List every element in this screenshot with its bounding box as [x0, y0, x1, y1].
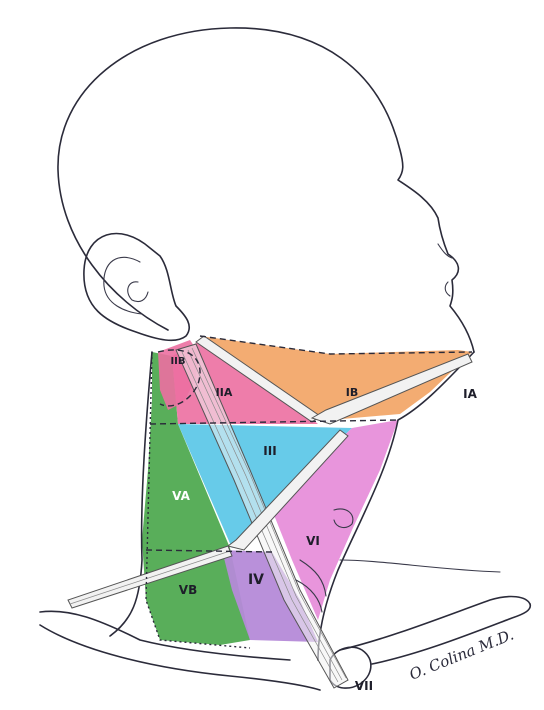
label-level-iib: IIB: [170, 356, 185, 367]
lips-detail: [445, 282, 450, 296]
skull-and-face-profile: [58, 28, 474, 352]
label-level-vii: VII: [355, 679, 373, 693]
label-level-iia: IIA: [216, 386, 233, 399]
ear-concha: [128, 282, 148, 302]
chest-contour: [340, 560, 500, 572]
label-level-ib: IB: [346, 386, 358, 399]
label-level-iv: IV: [248, 572, 264, 588]
label-level-ia: IA: [463, 387, 477, 401]
label-level-va: VA: [172, 489, 190, 503]
ear: [84, 234, 189, 341]
artist-signature: O. Colina M.D.: [407, 626, 517, 684]
label-level-vi: VI: [306, 534, 320, 548]
ear-outer: [84, 234, 189, 341]
label-level-vb: VB: [179, 583, 197, 597]
label-level-iii: III: [263, 444, 276, 458]
